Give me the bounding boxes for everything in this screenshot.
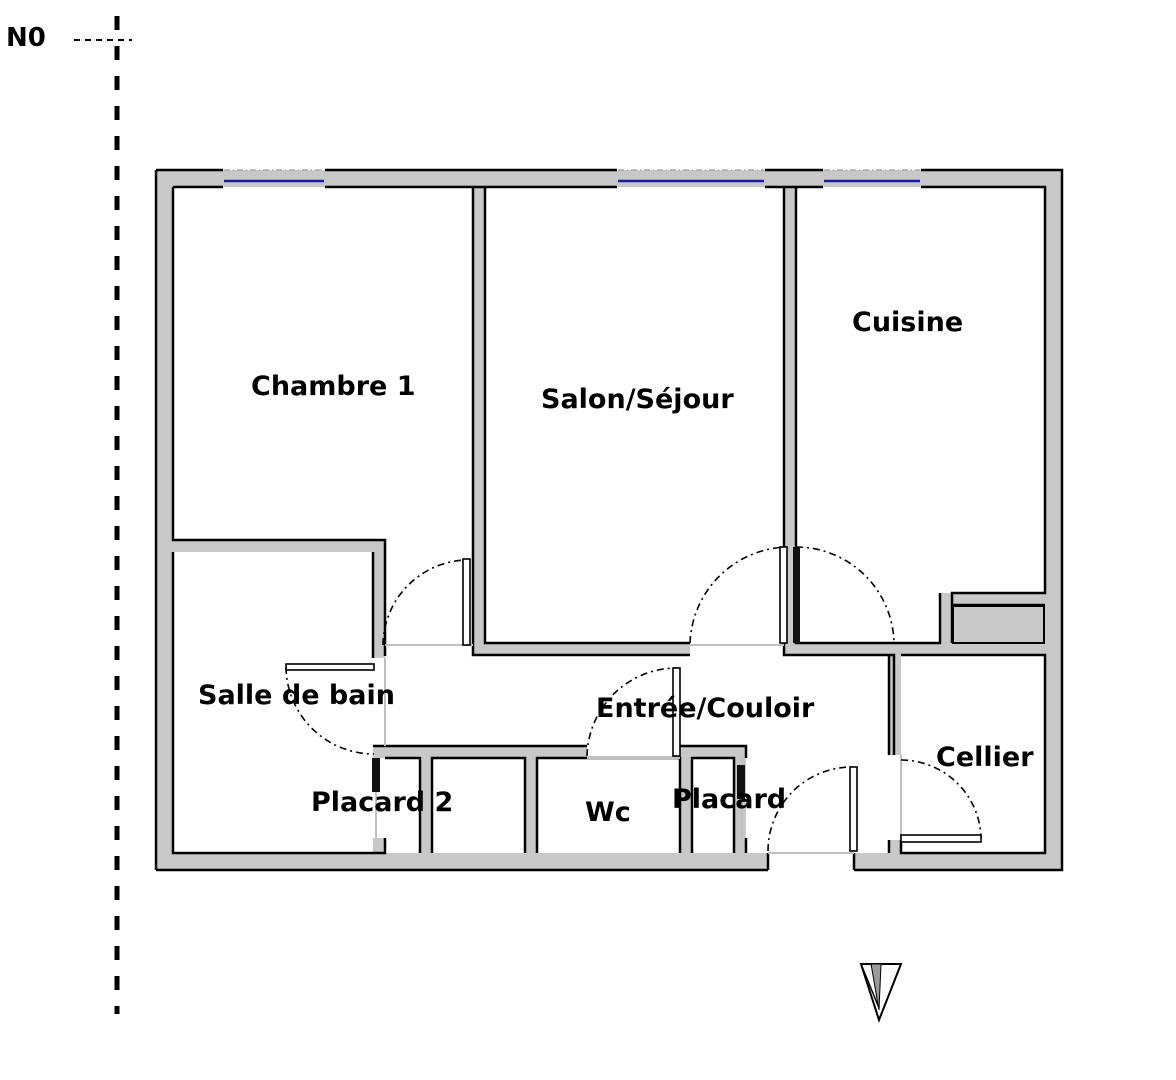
room-label-cellier: Cellier (936, 742, 1034, 773)
doors (285, 546, 982, 852)
room-label-placard-2: Placard 2 (311, 787, 453, 818)
room-label-cuisine: Cuisine (852, 307, 963, 338)
walls (154, 168, 1064, 872)
room-label-wc: Wc (585, 797, 631, 828)
kitchen-appliance-block (952, 605, 1045, 644)
room-label-placard: Placard (672, 784, 786, 815)
room-label-chambre-1: Chambre 1 (251, 371, 416, 402)
windows (224, 169, 920, 183)
room-label-entree-couloir: Entrée/Couloir (596, 693, 815, 724)
room-label-salon-sejour: Salon/Séjour (541, 384, 734, 415)
compass-arrow-icon (859, 963, 903, 1023)
level-label: N0 (6, 23, 46, 53)
room-label-salle-de-bain: Salle de bain (198, 680, 395, 711)
